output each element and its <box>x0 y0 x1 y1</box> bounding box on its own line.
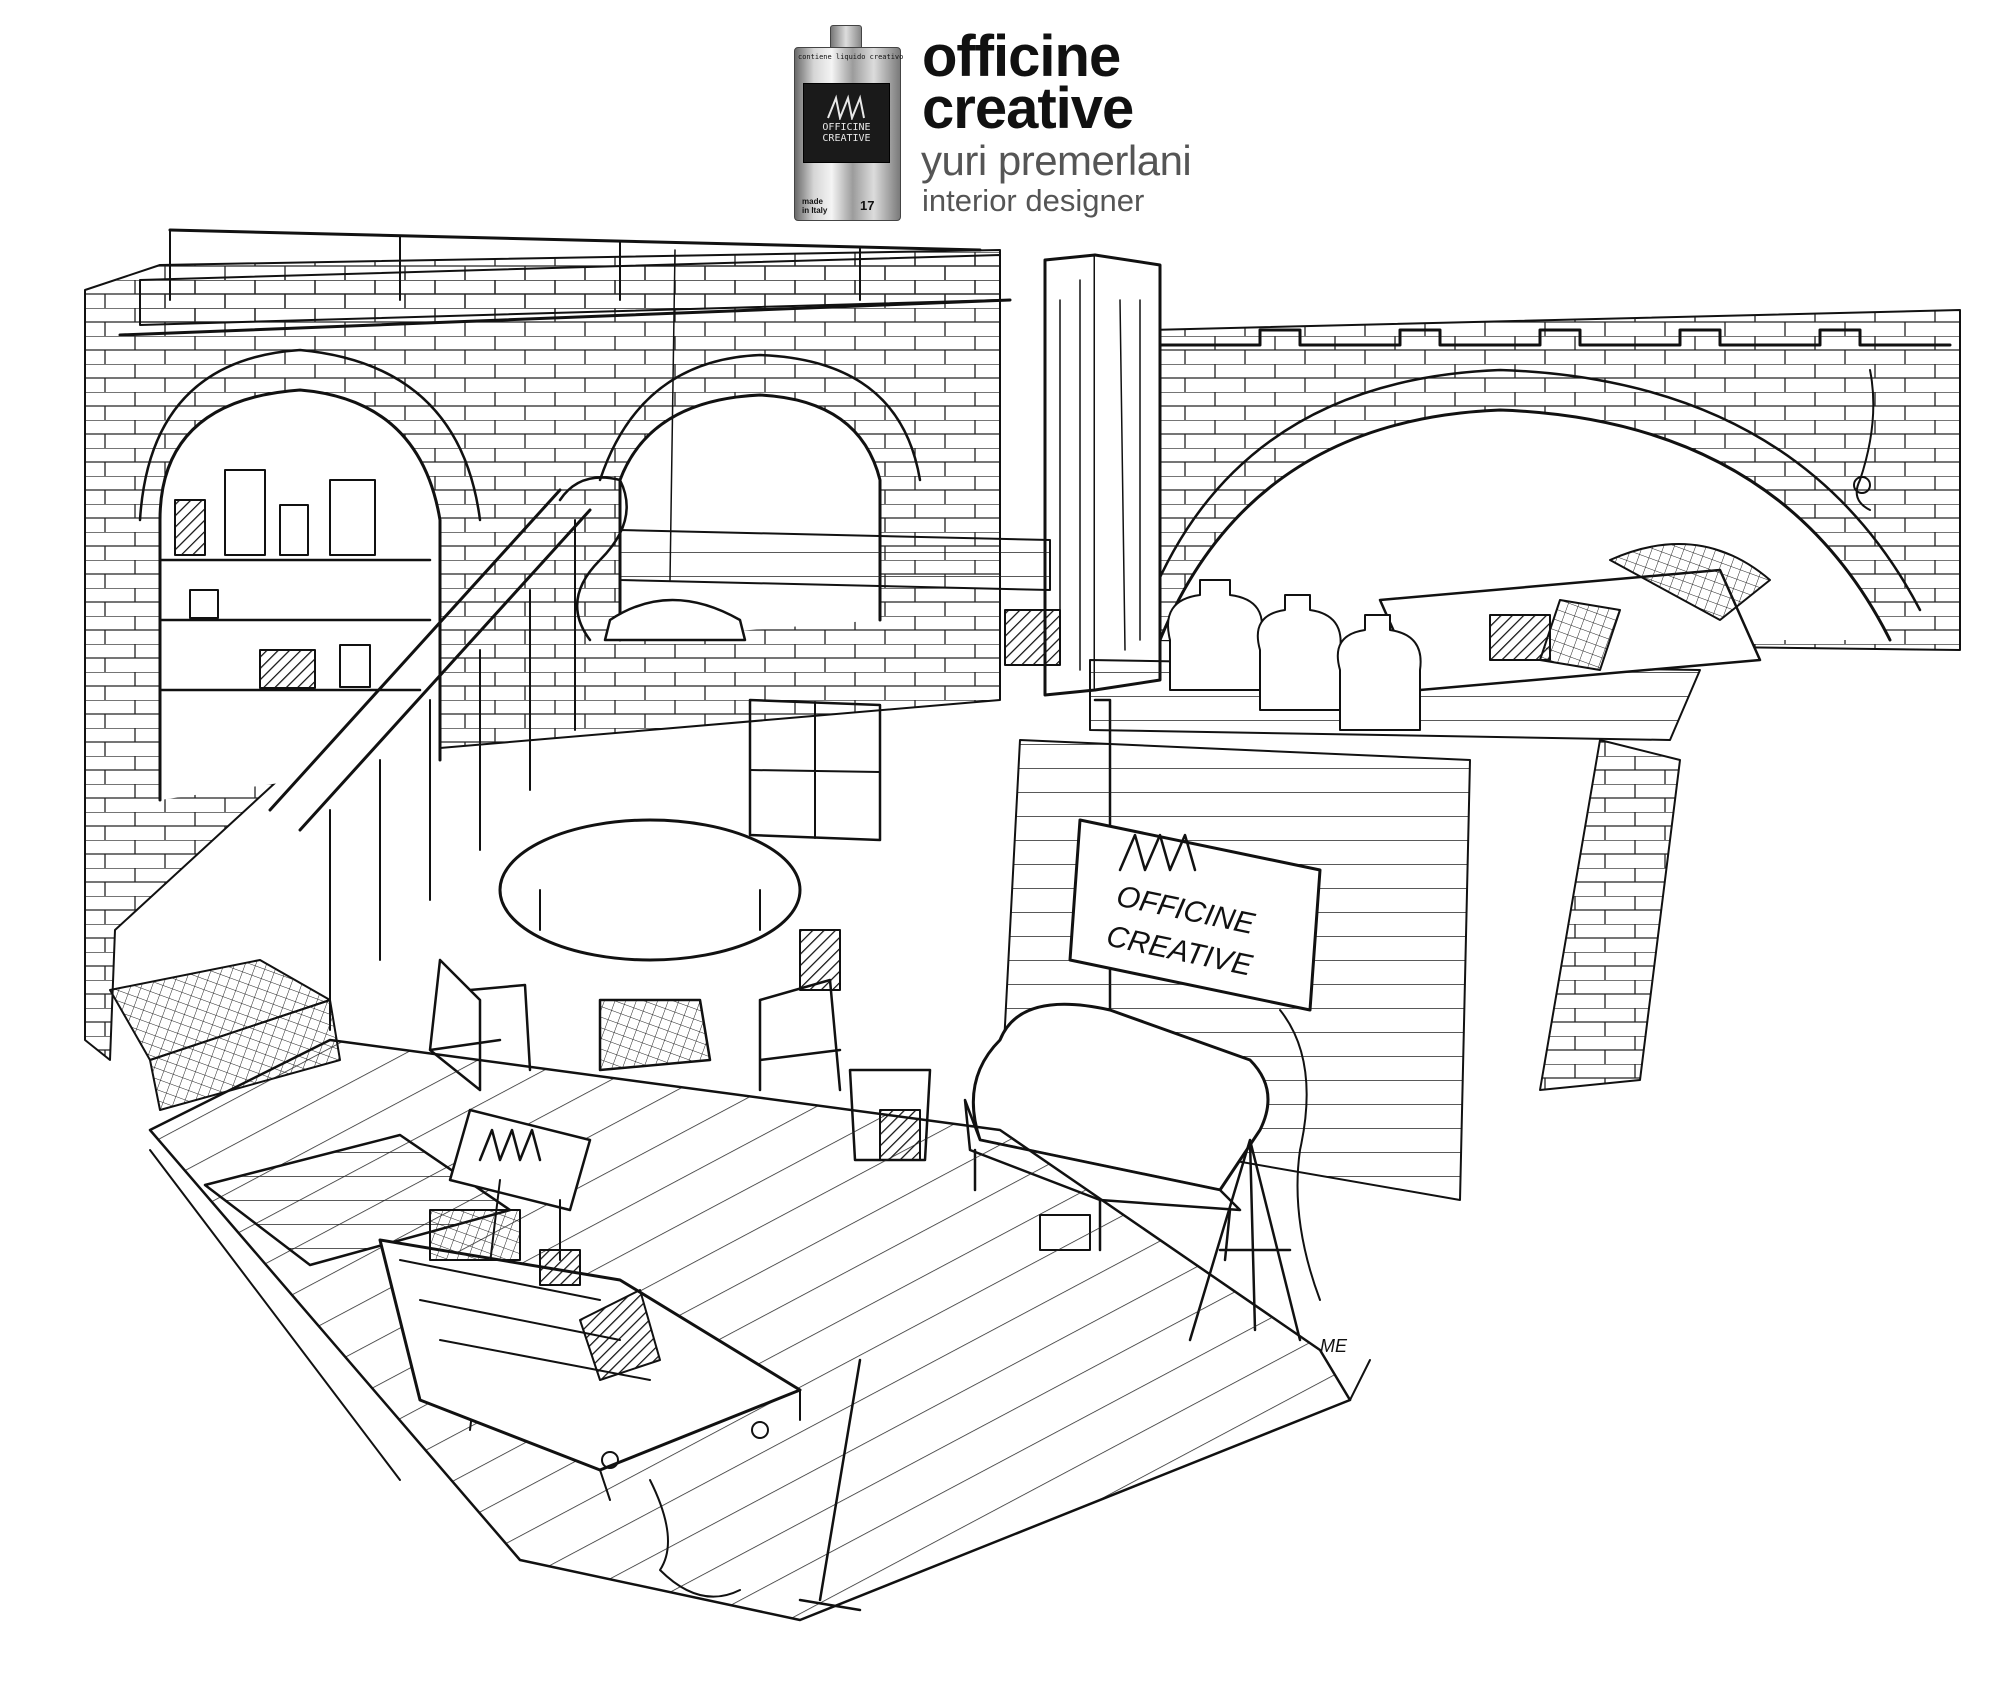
artist-signature: ME <box>1320 1336 1348 1356</box>
foreground-furniture <box>203 1108 862 1612</box>
staircase <box>109 476 628 1111</box>
designer-role: interior designer <box>922 183 1145 218</box>
can-strip-text: contiene liquido creativo <box>798 53 904 61</box>
brand-title-line1: officine <box>922 24 1121 89</box>
brand-header: contiene liquido creativo OFFICINE CREAT… <box>790 25 1250 225</box>
brand-title: officine creative <box>922 24 1134 141</box>
room-outline <box>149 1149 401 1481</box>
mmm-logo-icon <box>827 94 865 120</box>
brand-title-line2: creative <box>922 76 1134 141</box>
can-made-line2: in Italy <box>802 206 828 215</box>
can-made-line1: made <box>802 197 823 206</box>
can-made-in: made in Italy <box>802 197 827 215</box>
ceiling-beam <box>118 228 1012 337</box>
can-label-line1: OFFICINE <box>822 122 871 133</box>
can-cap <box>830 25 862 51</box>
mezzanine <box>619 369 1875 741</box>
can-label: OFFICINE CREATIVE <box>803 83 890 163</box>
can-label-line2: CREATIVE <box>822 133 871 144</box>
can-number: 17 <box>860 198 875 213</box>
easel: ME <box>1188 1009 1348 1356</box>
oil-can-logo: contiene liquido creativo OFFICINE CREAT… <box>790 25 905 223</box>
designer-name: yuri premerlani <box>921 137 1192 184</box>
